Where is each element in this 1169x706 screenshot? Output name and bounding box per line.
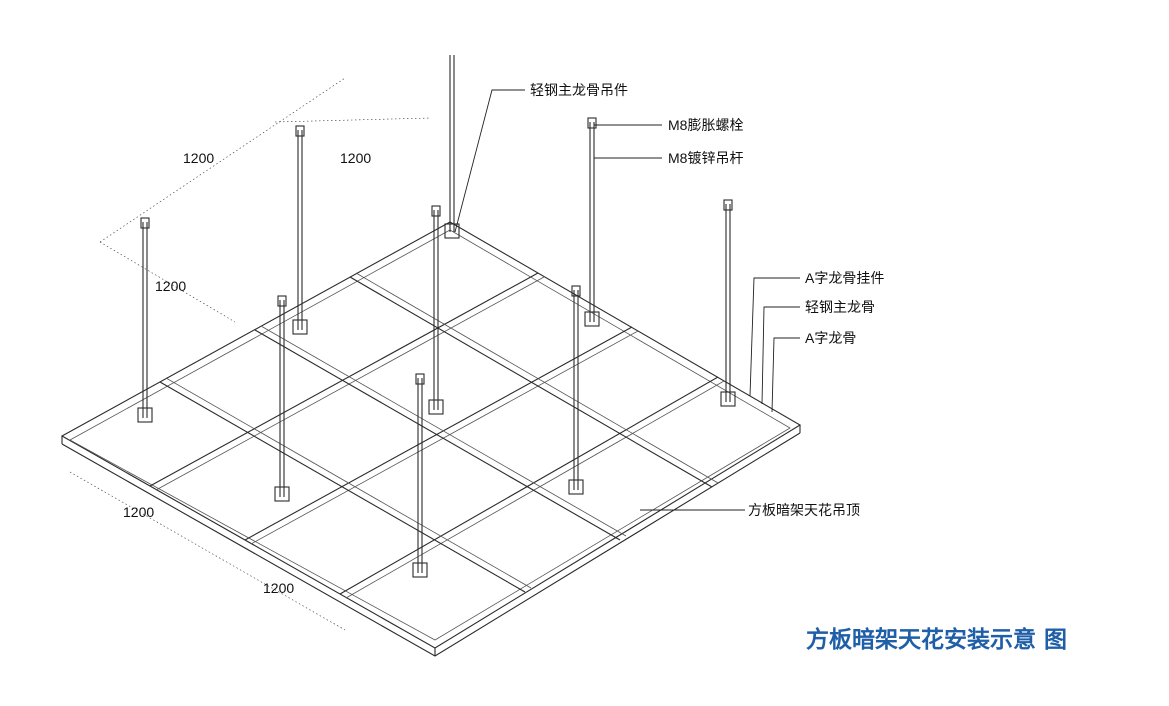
bolt-tops [140,117,733,385]
label-m8-galvanized-rod: M8镀锌吊杆 [668,150,743,166]
dim-bottom-right: 1200 [263,580,294,596]
diagram-title: 方板暗架天花安装示意 图 [806,626,1067,653]
dim-left: 1200 [155,278,186,294]
label-a-runner-clip: A字龙骨挂件 [805,270,884,286]
dim-top-left: 1200 [183,150,214,166]
ceiling-frame [60,221,802,657]
a-runner-grid [149,272,725,599]
label-m8-expansion-bolt: M8膨胀螺栓 [668,117,743,133]
dimension-lines [69,77,431,631]
label-main-runner-hanger: 轻钢主龙骨吊件 [530,82,628,98]
label-main-runner: 轻钢主龙骨 [805,299,875,315]
label-a-runner: A字龙骨 [805,330,856,346]
hanger-rods [142,55,731,573]
dim-bottom-left: 1200 [123,504,154,520]
hanger-clips [137,223,736,578]
main-runner-grid [159,272,719,593]
dim-top-right: 1200 [340,150,371,166]
label-ceiling-panel: 方板暗架天花吊顶 [748,502,860,518]
leader-lines [454,89,800,511]
